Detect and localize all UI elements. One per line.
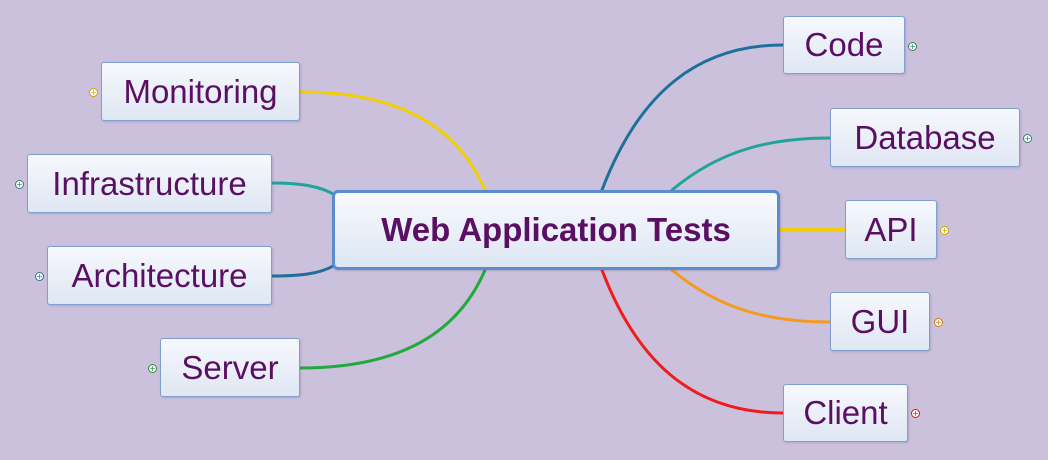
expand-server-icon[interactable]: + <box>148 364 157 373</box>
expand-database-icon[interactable]: + <box>1023 134 1032 143</box>
central-topic[interactable]: Web Application Tests <box>332 190 780 270</box>
expand-code-icon[interactable]: + <box>908 42 917 51</box>
topic-monitoring-label: Monitoring <box>123 72 278 110</box>
expand-client-icon[interactable]: + <box>911 409 920 418</box>
expand-infrastructure-icon[interactable]: + <box>15 180 24 189</box>
topic-architecture-label: Architecture <box>71 256 248 294</box>
topic-monitoring[interactable]: Monitoring <box>101 62 300 121</box>
topic-gui-label: GUI <box>850 302 910 340</box>
link-database <box>670 136 832 192</box>
topic-code-label: Code <box>804 26 884 63</box>
topic-api-label: API <box>864 210 918 248</box>
link-infrastructure <box>270 181 337 197</box>
topic-infrastructure-label: Infrastructure <box>52 164 247 202</box>
link-code <box>600 43 785 192</box>
expand-api-icon[interactable]: + <box>940 226 949 235</box>
central-topic-label: Web Application Tests <box>381 211 731 248</box>
topic-api[interactable]: API <box>845 200 937 259</box>
topic-database-label: Database <box>854 118 996 156</box>
link-server <box>298 268 487 370</box>
topic-server-label: Server <box>181 348 279 386</box>
topic-client[interactable]: Client <box>783 384 908 442</box>
topic-server[interactable]: Server <box>160 338 300 397</box>
topic-architecture[interactable]: Architecture <box>47 246 272 305</box>
expand-monitoring-icon[interactable]: + <box>89 88 98 97</box>
topic-infrastructure[interactable]: Infrastructure <box>27 154 272 213</box>
topic-client-label: Client <box>803 394 888 431</box>
link-architecture <box>270 263 337 278</box>
topic-gui[interactable]: GUI <box>830 292 930 351</box>
link-monitoring <box>298 90 487 192</box>
link-gui <box>670 268 832 324</box>
expand-gui-icon[interactable]: + <box>934 318 943 327</box>
topic-code[interactable]: Code <box>783 16 905 74</box>
link-client <box>600 268 785 415</box>
expand-architecture-icon[interactable]: + <box>35 272 44 281</box>
topic-database[interactable]: Database <box>830 108 1020 167</box>
